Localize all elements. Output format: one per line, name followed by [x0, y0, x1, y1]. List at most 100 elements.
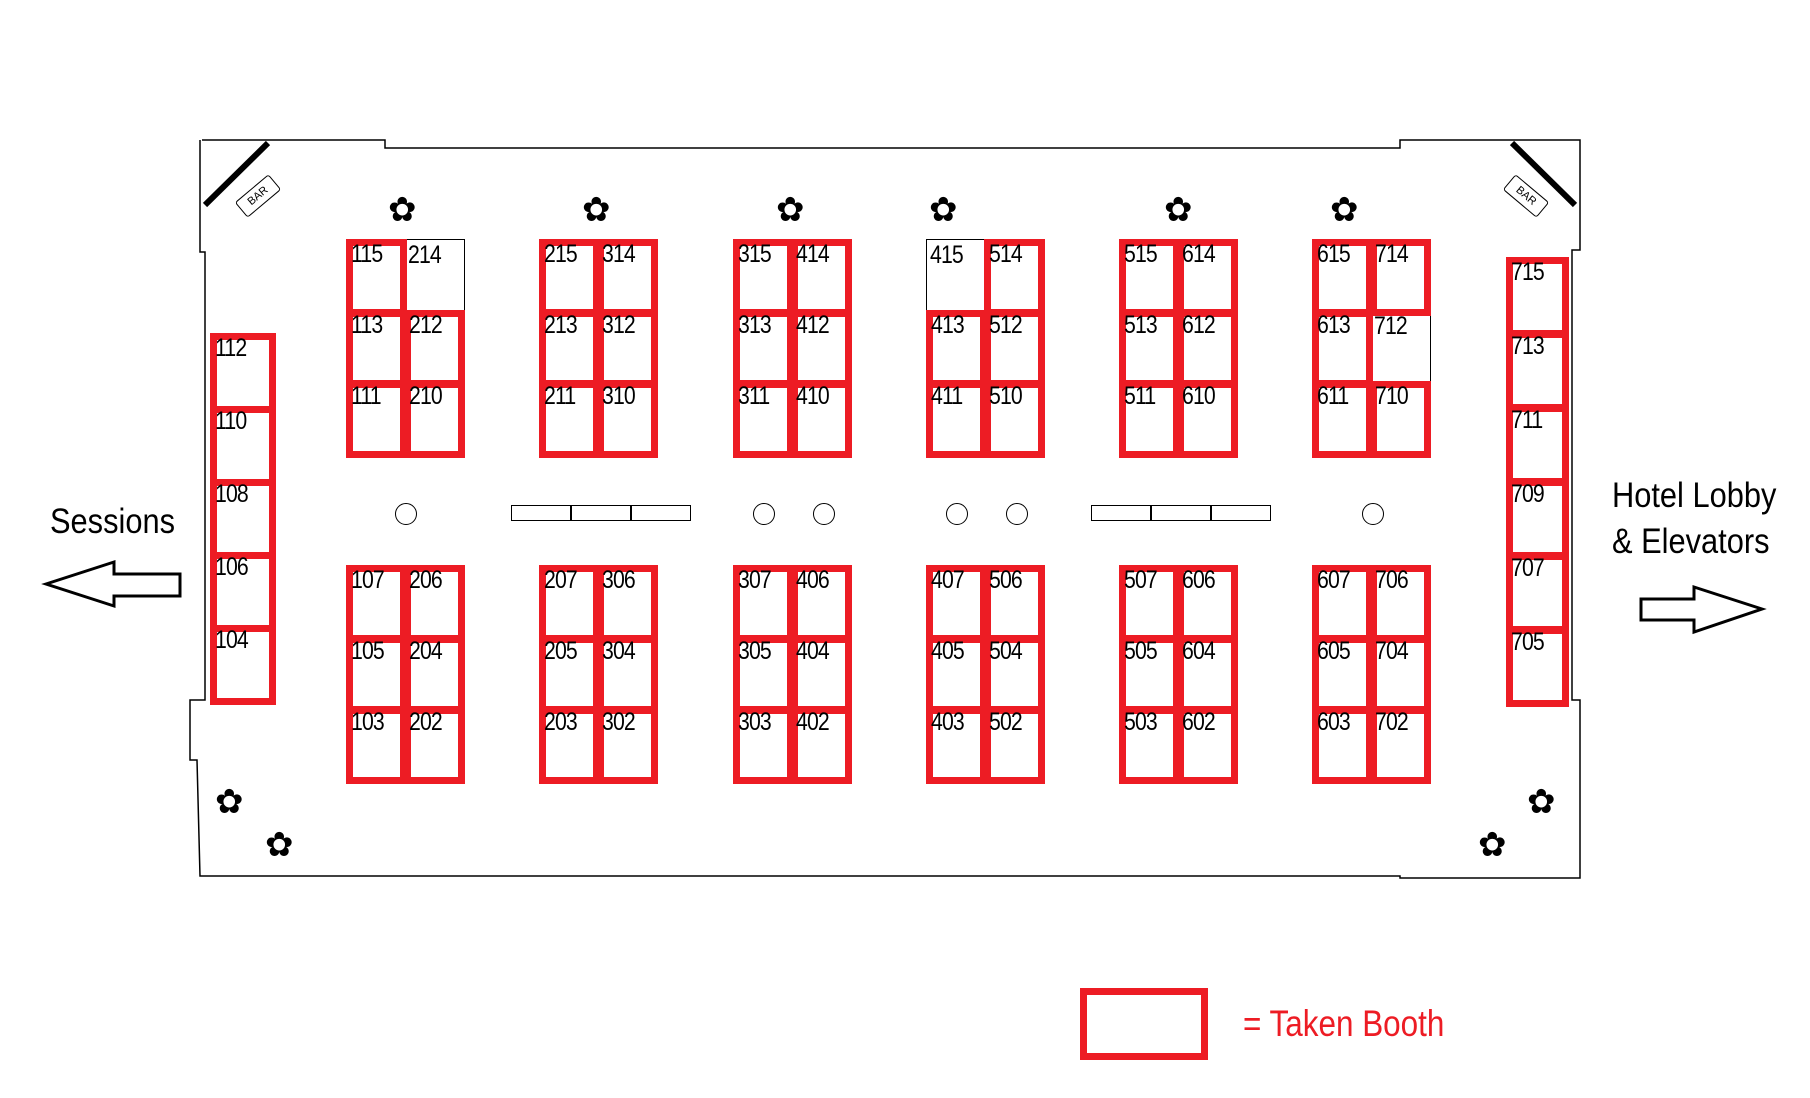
- booth-205[interactable]: 205: [539, 636, 600, 713]
- booth-711[interactable]: 711: [1506, 405, 1569, 485]
- booth-613[interactable]: 613: [1312, 310, 1373, 387]
- booth-405[interactable]: 405: [926, 636, 987, 713]
- booth-306[interactable]: 306: [597, 565, 658, 642]
- booth-314[interactable]: 314: [597, 239, 658, 316]
- booth-305[interactable]: 305: [733, 636, 794, 713]
- booth-313[interactable]: 313: [733, 310, 794, 387]
- booth-413[interactable]: 413: [926, 310, 987, 387]
- booth-614[interactable]: 614: [1177, 239, 1238, 316]
- booth-312[interactable]: 312: [597, 310, 658, 387]
- booth-602[interactable]: 602: [1177, 707, 1238, 784]
- booth-115[interactable]: 115: [346, 239, 407, 316]
- booth-207[interactable]: 207: [539, 565, 600, 642]
- booth-706[interactable]: 706: [1370, 565, 1431, 642]
- booth-411[interactable]: 411: [926, 381, 987, 458]
- booth-603[interactable]: 603: [1312, 707, 1373, 784]
- booth-702[interactable]: 702: [1370, 707, 1431, 784]
- booth-710[interactable]: 710: [1370, 381, 1431, 458]
- booth-211[interactable]: 211: [539, 381, 600, 458]
- booth-210[interactable]: 210: [404, 381, 465, 458]
- booth-105[interactable]: 105: [346, 636, 407, 713]
- booth-number: 606: [1182, 566, 1216, 594]
- booth-315[interactable]: 315: [733, 239, 794, 316]
- booth-303[interactable]: 303: [733, 707, 794, 784]
- booth-513[interactable]: 513: [1119, 310, 1180, 387]
- booth-203[interactable]: 203: [539, 707, 600, 784]
- booth-515[interactable]: 515: [1119, 239, 1180, 316]
- booth-106[interactable]: 106: [210, 552, 276, 632]
- booth-712[interactable]: 712: [1370, 310, 1431, 387]
- booth-415[interactable]: 415: [926, 239, 987, 316]
- booth-302[interactable]: 302: [597, 707, 658, 784]
- booth-number: 204: [409, 637, 443, 665]
- booth-704[interactable]: 704: [1370, 636, 1431, 713]
- booth-514[interactable]: 514: [984, 239, 1045, 316]
- booth-503[interactable]: 503: [1119, 707, 1180, 784]
- booth-512[interactable]: 512: [984, 310, 1045, 387]
- booth-311[interactable]: 311: [733, 381, 794, 458]
- booth-111[interactable]: 111: [346, 381, 407, 458]
- booth-214[interactable]: 214: [404, 239, 465, 316]
- booth-215[interactable]: 215: [539, 239, 600, 316]
- booth-605[interactable]: 605: [1312, 636, 1373, 713]
- booth-410[interactable]: 410: [791, 381, 852, 458]
- booth-206[interactable]: 206: [404, 565, 465, 642]
- booth-611[interactable]: 611: [1312, 381, 1373, 458]
- booth-612[interactable]: 612: [1177, 310, 1238, 387]
- booth-607[interactable]: 607: [1312, 565, 1373, 642]
- booth-705[interactable]: 705: [1506, 627, 1569, 707]
- booth-610[interactable]: 610: [1177, 381, 1238, 458]
- booth-403[interactable]: 403: [926, 707, 987, 784]
- booth-502[interactable]: 502: [984, 707, 1045, 784]
- booth-number: 704: [1375, 637, 1409, 665]
- booth-304[interactable]: 304: [597, 636, 658, 713]
- booth-number: 215: [544, 240, 578, 268]
- booth-number: 602: [1182, 708, 1216, 736]
- booth-307[interactable]: 307: [733, 565, 794, 642]
- legend-swatch: [1080, 988, 1208, 1060]
- booth-213[interactable]: 213: [539, 310, 600, 387]
- booth-507[interactable]: 507: [1119, 565, 1180, 642]
- booth-number: 511: [1124, 382, 1156, 410]
- booth-504[interactable]: 504: [984, 636, 1045, 713]
- cocktail-table-icon: ✿: [582, 191, 611, 229]
- cocktail-table-icon: ✿: [1478, 826, 1507, 864]
- booth-113[interactable]: 113: [346, 310, 407, 387]
- booth-204[interactable]: 204: [404, 636, 465, 713]
- booth-713[interactable]: 713: [1506, 331, 1569, 411]
- booth-407[interactable]: 407: [926, 565, 987, 642]
- booth-406[interactable]: 406: [791, 565, 852, 642]
- booth-604[interactable]: 604: [1177, 636, 1238, 713]
- booth-112[interactable]: 112: [210, 333, 276, 413]
- booth-709[interactable]: 709: [1506, 479, 1569, 559]
- booth-202[interactable]: 202: [404, 707, 465, 784]
- booth-212[interactable]: 212: [404, 310, 465, 387]
- booth-506[interactable]: 506: [984, 565, 1045, 642]
- booth-615[interactable]: 615: [1312, 239, 1373, 316]
- booth-511[interactable]: 511: [1119, 381, 1180, 458]
- booth-414[interactable]: 414: [791, 239, 852, 316]
- booth-110[interactable]: 110: [210, 406, 276, 486]
- booth-103[interactable]: 103: [346, 707, 407, 784]
- booth-310[interactable]: 310: [597, 381, 658, 458]
- booth-505[interactable]: 505: [1119, 636, 1180, 713]
- booth-510[interactable]: 510: [984, 381, 1045, 458]
- cocktail-table-icon: ✿: [265, 826, 294, 864]
- booth-number: 211: [544, 382, 576, 410]
- booth-104[interactable]: 104: [210, 625, 276, 705]
- booth-number: 414: [796, 240, 830, 268]
- booth-606[interactable]: 606: [1177, 565, 1238, 642]
- booth-107[interactable]: 107: [346, 565, 407, 642]
- booth-number: 413: [931, 311, 965, 339]
- booth-number: 604: [1182, 637, 1216, 665]
- sessions-label: Sessions: [50, 502, 175, 541]
- booth-108[interactable]: 108: [210, 479, 276, 559]
- booth-707[interactable]: 707: [1506, 553, 1569, 633]
- booth-714[interactable]: 714: [1370, 239, 1431, 316]
- booth-402[interactable]: 402: [791, 707, 852, 784]
- booth-715[interactable]: 715: [1506, 257, 1569, 337]
- booth-412[interactable]: 412: [791, 310, 852, 387]
- rect-table-icon: [511, 505, 571, 521]
- cocktail-table-icon: ✿: [929, 191, 958, 229]
- booth-404[interactable]: 404: [791, 636, 852, 713]
